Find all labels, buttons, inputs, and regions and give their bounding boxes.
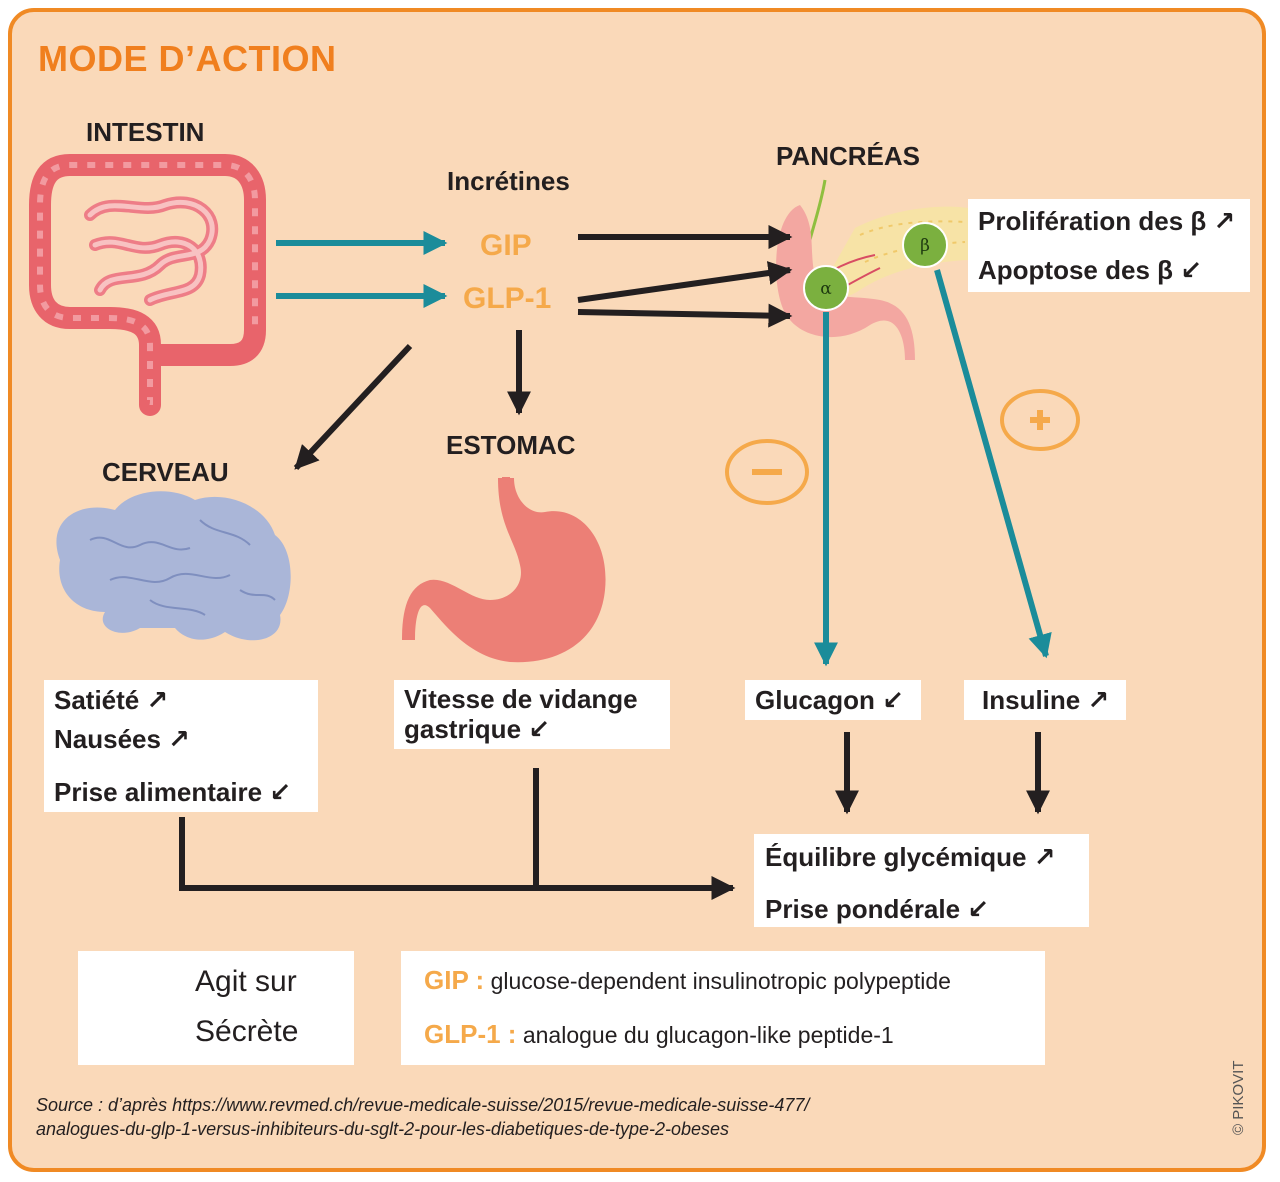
nausees: Nausées ↗ xyxy=(54,724,190,754)
glossary-glp1-key: GLP-1 : xyxy=(424,1019,517,1049)
stomach-effects-box: Vitesse de vidange gastrique ↙ xyxy=(394,680,670,749)
proliferation-beta: Prolifération des β ↗ xyxy=(978,206,1236,236)
glossary-glp1: GLP-1 : analogue du glucagon-like peptid… xyxy=(424,1019,894,1050)
prise-alimentaire: Prise alimentaire ↙ xyxy=(54,777,292,807)
glossary-box: GIP : glucose-dependent insulinotropic p… xyxy=(401,951,1045,1065)
source-line2: analogues-du-glp-1-versus-inhibiteurs-du… xyxy=(36,1119,730,1139)
copyright: © PIKOVIT xyxy=(1230,1060,1247,1135)
source-line1: Source : d’après https://www.revmed.ch/r… xyxy=(36,1095,810,1115)
intestine-illustration xyxy=(29,154,266,416)
glp1-to-brain-arrow xyxy=(293,343,413,471)
plus-sign xyxy=(1000,389,1080,451)
insuline-box: Insuline ↗ xyxy=(964,680,1126,720)
label-estomac: ESTOMAC xyxy=(446,430,576,460)
glossary-gip-definition: glucose-dependent insulinotropic polypep… xyxy=(490,968,951,994)
legend-agit-sur: Agit sur xyxy=(195,965,297,998)
minus-sign xyxy=(725,439,809,505)
beta-cell xyxy=(902,222,948,268)
brain-illustration xyxy=(56,491,291,641)
alpha-cell xyxy=(803,265,849,311)
legend-box: Agit sur Sécrète xyxy=(78,951,354,1065)
glp1-to-pancreas-arrow-1 xyxy=(577,261,793,303)
label-gip: GIP xyxy=(480,229,532,262)
glucagon-label: Glucagon ↙ xyxy=(755,685,904,715)
equilibre-glycemique: Équilibre glycémique ↗ xyxy=(765,842,1056,872)
vidange-line2: gastrique ↙ xyxy=(404,714,551,744)
insuline-label: Insuline ↗ xyxy=(982,685,1110,715)
diagram-title: MODE D’ACTION xyxy=(38,38,337,79)
glossary-glp1-definition: analogue du glucagon-like peptide-1 xyxy=(522,1022,894,1048)
legend-secrete: Sécrète xyxy=(195,1015,299,1048)
label-pancreas: PANCRÉAS xyxy=(776,141,920,171)
alpha-cell-label: α xyxy=(820,279,832,299)
outcomes-box: Équilibre glycémique ↗ Prise pondérale ↙ xyxy=(754,834,1089,927)
stomach-illustration xyxy=(402,477,606,663)
glossary-gip-key: GIP : xyxy=(424,965,485,995)
glossary-gip: GIP : glucose-dependent insulinotropic p… xyxy=(424,965,951,996)
brain-effects-box: Satiété ↗ Nausées ↗ Prise alimentaire ↙ xyxy=(44,680,318,812)
beta-cell-label: β xyxy=(920,236,930,256)
beta-secretes-insulin-arrow xyxy=(934,269,1052,659)
label-glp1: GLP-1 xyxy=(463,282,552,315)
prise-ponderale: Prise pondérale ↙ xyxy=(765,894,990,924)
label-cerveau: CERVEAU xyxy=(102,457,229,487)
apoptose-beta: Apoptose des β ↙ xyxy=(978,255,1203,285)
satiete: Satiété ↗ xyxy=(54,685,169,715)
label-intestin: INTESTIN xyxy=(86,117,205,147)
label-incretines: Incrétines xyxy=(447,166,570,196)
glucagon-box: Glucagon ↙ xyxy=(745,680,921,720)
glp1-to-pancreas-arrow-2 xyxy=(577,303,793,328)
pancreas-effects-box: Prolifération des β ↗ Apoptose des β ↙ xyxy=(968,199,1250,292)
effects-to-outcome-arrow xyxy=(179,817,736,900)
vidange-line1: Vitesse de vidange xyxy=(404,684,638,714)
